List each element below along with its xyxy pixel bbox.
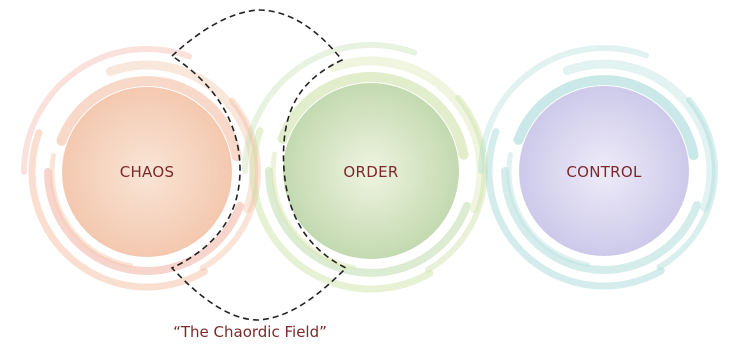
order-label: ORDER: [343, 163, 398, 181]
swirl-stroke: [328, 56, 486, 214]
swirl-stroke: [478, 44, 650, 174]
swirl-stroke: [21, 45, 193, 175]
swirl-stroke: [501, 167, 701, 274]
control-circle-group: CONTROL: [478, 44, 718, 290]
order-circle-group: ORDER: [242, 42, 488, 293]
swirl-stroke: [44, 168, 244, 275]
swirl-stroke: [56, 76, 242, 162]
swirl-stroke: [485, 128, 665, 290]
chaordic-field-caption: “The Chaordic Field”: [173, 323, 327, 341]
chaos-core: [62, 87, 232, 257]
swirl-stroke: [242, 42, 418, 174]
control-core: [519, 86, 689, 256]
swirl-stroke: [562, 59, 716, 213]
swirl-stroke: [28, 129, 208, 291]
control-swirl-icon: [478, 44, 718, 290]
chaos-swirl-icon: [21, 45, 261, 291]
control-label: CONTROL: [566, 163, 642, 181]
swirl-stroke: [513, 75, 699, 161]
swirl-stroke: [277, 72, 469, 160]
chaos-label: CHAOS: [120, 163, 175, 181]
swirl-stroke: [265, 167, 471, 277]
swirl-stroke: [249, 127, 434, 293]
swirl-stroke: [656, 96, 718, 271]
swirl-stroke: [199, 97, 261, 272]
swirl-stroke: [105, 60, 259, 214]
chaos-circle-group: CHAOS: [21, 45, 261, 291]
swirl-stroke: [425, 94, 488, 273]
chaordic-field-outline: [170, 9, 348, 321]
swirl-stroke: [506, 152, 590, 268]
order-core: [283, 83, 459, 259]
swirl-stroke: [49, 153, 133, 269]
